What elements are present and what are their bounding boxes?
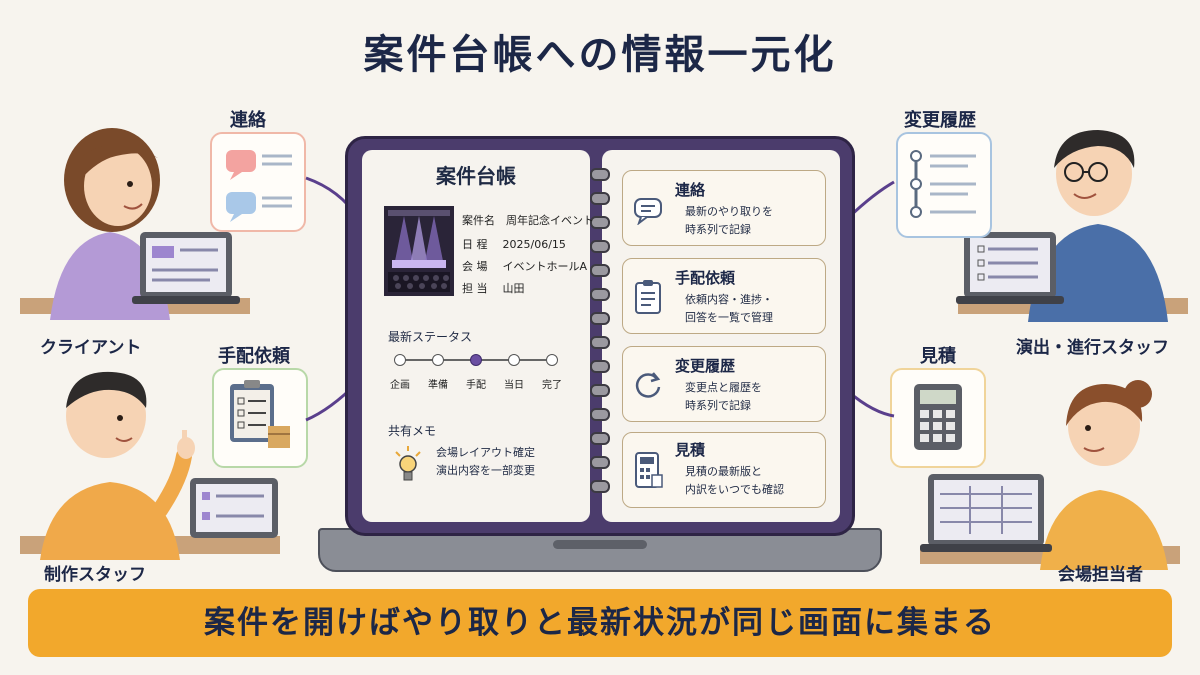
field-value: 周年記念イベント — [506, 214, 594, 227]
card-title: 変更履歴 — [675, 357, 736, 375]
chat-bubble-icon — [226, 150, 292, 222]
change-history-box-label: 変更履歴 — [904, 110, 976, 131]
field-key: 案件名 — [462, 214, 495, 227]
arrangement-box — [212, 368, 308, 468]
field-row: 担 当 山田 — [462, 280, 525, 296]
memo-line: 演出内容を一部変更 — [436, 464, 535, 477]
production-staff-illustration — [20, 371, 280, 560]
event-photo — [384, 206, 454, 296]
card-title: 見積 — [675, 441, 706, 459]
field-value: イベントホールA — [502, 260, 588, 273]
memo-line: 会場レイアウト確定 — [436, 446, 535, 459]
card-contact: 連絡 最新のやり取りを時系列で記録 — [622, 170, 826, 246]
contact-box-label: 連絡 — [230, 110, 266, 131]
status-step-label: 企画 — [390, 380, 410, 391]
event-staff-illustration — [956, 130, 1188, 322]
client-label: クライアント — [40, 338, 142, 358]
field-key: 日 程 — [462, 238, 488, 251]
calculator-icon — [635, 452, 663, 488]
contact-box — [210, 132, 306, 232]
summary-banner-text: 案件を開けばやり取りと最新状況が同じ画面に集まる — [204, 605, 996, 641]
field-key: 会 場 — [462, 260, 488, 273]
clipboard-icon — [230, 380, 290, 448]
venue-staff-label: 会場担当者 — [1058, 565, 1143, 585]
production-staff-label: 制作スタッフ — [44, 565, 146, 585]
card-text: 最新のやり取りを時系列で記録 — [685, 205, 773, 236]
status-step-label: 完了 — [542, 380, 562, 391]
arrangement-box-label: 手配依頼 — [218, 346, 290, 367]
calculator-icon — [914, 384, 962, 450]
status-step-dot — [546, 354, 558, 366]
card-estimate: 見積 見積の最新版と内訳をいつでも確認 — [622, 432, 826, 508]
ledger-title: 案件台帳 — [436, 164, 516, 188]
binder-rings — [588, 168, 612, 508]
card-text: 変更点と履歴を時系列で記録 — [685, 381, 762, 412]
card-change-history: 変更履歴 変更点と履歴を時系列で記録 — [622, 346, 826, 422]
status-step-dot — [508, 354, 520, 366]
card-title: 連絡 — [675, 181, 706, 199]
card-title: 手配依頼 — [675, 269, 736, 287]
status-step-label: 当日 — [504, 380, 524, 391]
lightbulb-icon — [395, 446, 421, 481]
field-row: 会 場 イベントホールA — [462, 258, 587, 274]
venue-staff-illustration — [920, 380, 1180, 570]
field-value: 2025/06/15 — [502, 238, 566, 251]
status-step-label: 準備 — [428, 380, 448, 391]
page-title: 案件台帳への情報一元化 — [363, 32, 837, 78]
field-row: 日 程 2025/06/15 — [462, 236, 566, 252]
chat-bubble-icon — [634, 198, 662, 225]
event-staff-label: 演出・進行スタッフ — [1016, 338, 1169, 358]
change-history-box — [896, 132, 992, 238]
status-step-dot — [432, 354, 444, 366]
field-value: 山田 — [502, 282, 525, 295]
clipboard-icon — [635, 280, 661, 314]
card-arrangement: 手配依頼 依頼内容・進捗・回答を一覧で管理 — [622, 258, 826, 334]
estimate-box-label: 見積 — [920, 346, 956, 367]
client-illustration — [20, 128, 250, 320]
card-text: 見積の最新版と内訳をいつでも確認 — [685, 465, 784, 496]
card-text: 依頼内容・進捗・回答を一覧で管理 — [685, 293, 773, 324]
timeline-icon — [910, 150, 976, 218]
memo-text: 会場レイアウト確定 演出内容を一部変更 — [436, 444, 535, 480]
memo-heading: 共有メモ — [388, 424, 437, 438]
status-step-dot — [394, 354, 406, 366]
laptop-notch — [553, 540, 647, 549]
refresh-icon — [635, 372, 661, 398]
estimate-box — [890, 368, 986, 468]
field-row: 案件名 周年記念イベント — [462, 212, 594, 228]
status-step-dot-current — [470, 354, 482, 366]
field-key: 担 当 — [462, 282, 488, 295]
status-step-label: 手配 — [466, 380, 486, 391]
status-heading: 最新ステータス — [388, 330, 473, 344]
summary-banner — [28, 589, 1172, 657]
